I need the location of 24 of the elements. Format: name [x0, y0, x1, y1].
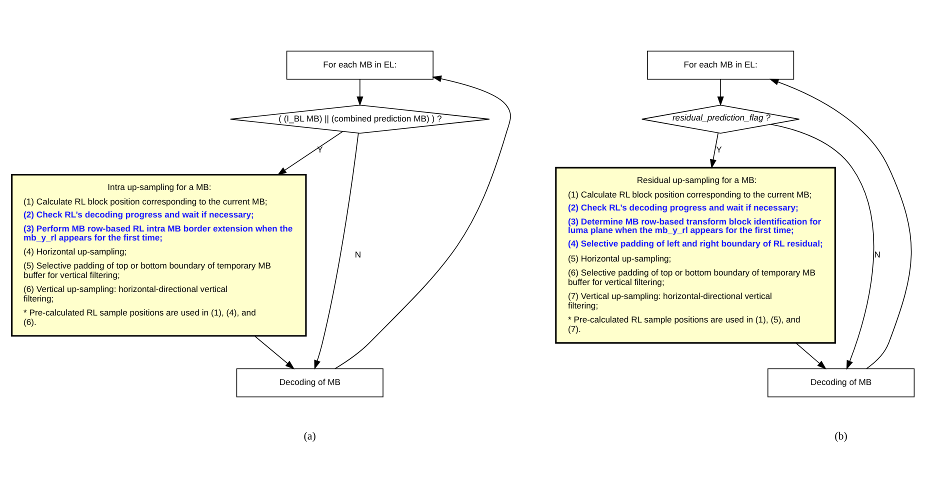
label: (b): [834, 430, 848, 442]
arrow: [769, 78, 912, 368]
node-box: For each MB in EL:: [286, 50, 434, 80]
edge-label: Y: [716, 144, 722, 154]
arrow: [717, 78, 724, 106]
arrow: [356, 78, 364, 106]
edge-label: Y: [317, 144, 323, 154]
arrow: [277, 130, 344, 175]
arrow: [710, 132, 719, 168]
arrow: [254, 335, 295, 369]
node-diamond: residual_prediction_flag ?: [641, 104, 800, 134]
label: (a): [304, 430, 316, 442]
edge-label: N: [354, 248, 362, 259]
arrow: [796, 342, 826, 369]
node-box: Decoding of MB: [768, 368, 915, 397]
node-box: Decoding of MB: [236, 368, 384, 397]
edge-label: N: [874, 248, 881, 259]
node-diamond: ( (I_BL MB) || (combined prediction MB) ) ?: [230, 104, 490, 134]
node-box: Intra up-sampling for a MB: (1) Calculate RL block position corresponding to the current MB; (2) Check RL’s decoding progress and wait if necessary; (3) Perform MB row-based RL intra MB border extension when the mb_y_rl appears for the first time; (4) Horizontal up-sampling; (5) Selective padding of top or bottom boundary of temporary MB buffer for vertical filtering; (6) Vertical up-sampling: horizontal-directional vertical filtering; * Pre-calculated RL sample positions are used in (1), (4), and (6).: [11, 173, 307, 336]
arrow: [770, 123, 874, 370]
arrow: [314, 132, 359, 370]
arrow: [334, 75, 511, 369]
node-box: For each MB in EL:: [647, 50, 794, 80]
node-box: Residual up-sampling for a MB: (1) Calculate RL block position corresponding to the current MB; (2) Check RL’s decoding progress and wait if necessary; (3) Determine MB row-based transform block identification for luma plane when the mb_y_rl appears for the first time; (4) Selective padding of left and right boundary of RL residual; (5) Horizontal up-sampling; (6) Selective padding of top or bottom boundary of temporary MB buffer for vertical filtering; (7) Vertical up-sampling: horizontal-directional vertical filtering; * Pre-calculated RL sample positions are used in (1), (5), and (7).: [555, 166, 836, 344]
